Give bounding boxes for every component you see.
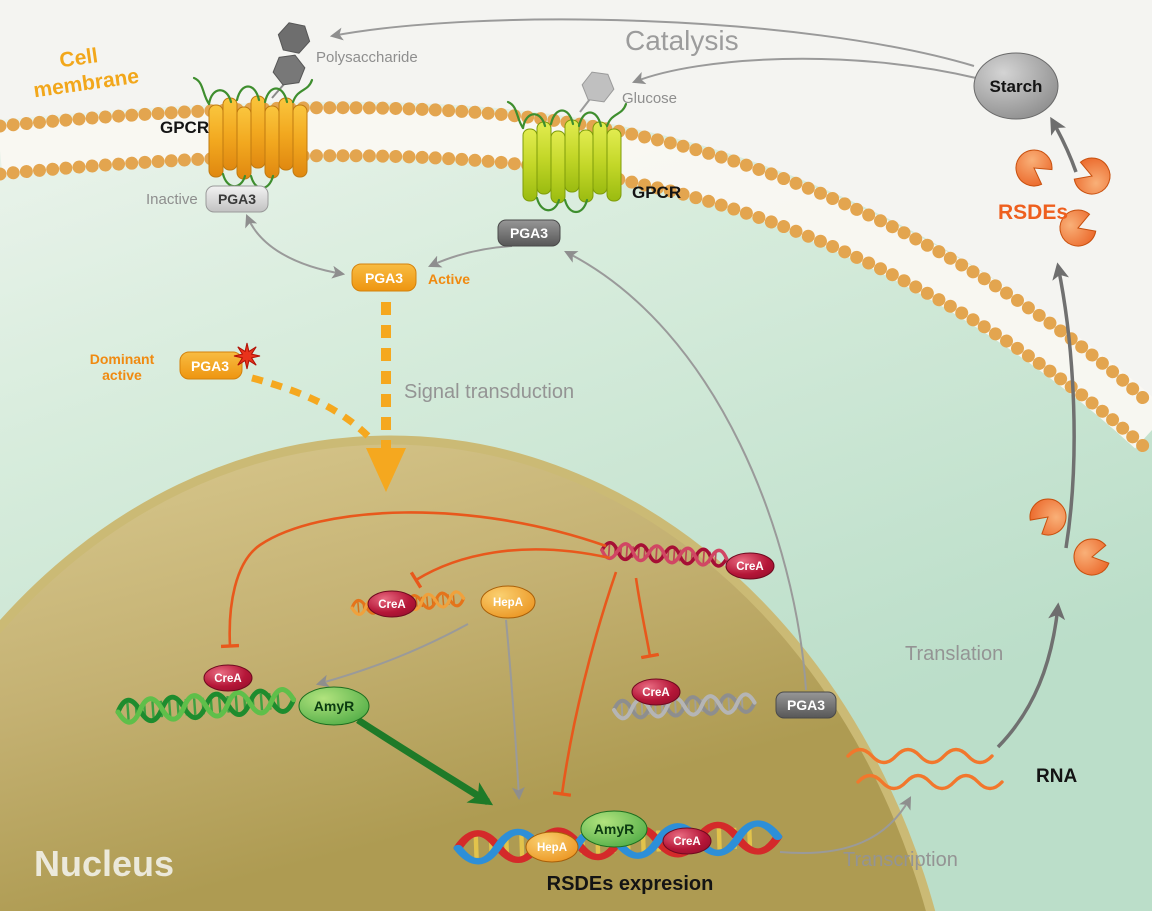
nucleus-label: Nucleus xyxy=(34,843,174,884)
hepa-text: HepA xyxy=(537,842,567,854)
amyr-protein: AmyR xyxy=(580,810,648,848)
inactive-active-exchange-arrow xyxy=(245,214,346,279)
rsdes-label: RSDEs xyxy=(998,201,1068,224)
starch-molecule: Starch xyxy=(973,52,1059,120)
inactive-label: Inactive xyxy=(146,191,198,208)
pga3-nucleus-text: PGA3 xyxy=(787,697,825,713)
inhibit-crea-on-rsdes-promoter xyxy=(552,571,618,797)
pga3-dominant-badge: PGA3 xyxy=(179,342,261,380)
rna-label: RNA xyxy=(1036,766,1077,787)
polysaccharide-label: Polysaccharide xyxy=(316,49,418,66)
amyr-text: AmyR xyxy=(314,698,354,714)
hepa-text: HepA xyxy=(493,597,523,609)
transcription-label: Transcription xyxy=(843,849,958,871)
hepa-to-amyr-arrow xyxy=(315,623,469,688)
polysaccharide-ligand xyxy=(270,20,314,99)
crea-text: CreA xyxy=(673,836,700,848)
crea-protein: CreA xyxy=(367,590,417,618)
mutation-star-icon xyxy=(233,342,261,370)
pga3-membrane-text: PGA3 xyxy=(510,225,548,241)
crea-protein: CreA xyxy=(203,664,253,692)
rna-strands xyxy=(846,747,1004,791)
rsdes-expression-label: RSDEs expresion xyxy=(547,873,714,895)
catalysis-arrow-polysaccharide xyxy=(329,18,975,67)
transcription-arrow xyxy=(779,796,912,854)
dominant-signal-dashed xyxy=(251,374,373,441)
cell-membrane-label-line1: Cell xyxy=(58,44,99,72)
inhibit-crea-on-amyr xyxy=(220,511,607,649)
amyr-text: AmyR xyxy=(594,821,634,837)
glucose-ligand xyxy=(579,70,617,113)
gpcr2-label: GPCR xyxy=(632,183,681,202)
gpcr1-label: GPCR xyxy=(160,118,209,137)
translation-label: Translation xyxy=(905,643,1003,665)
hepa-protein: HepA xyxy=(480,585,536,619)
dominant-active-label-line2: active xyxy=(102,367,142,383)
pga3-inactive-badge: PGA3 xyxy=(205,185,269,213)
crea-protein: CreA xyxy=(662,827,712,855)
pga3-active-badge: PGA3 xyxy=(351,263,417,292)
crea-text: CreA xyxy=(378,599,405,611)
pga3-recycle-arrow xyxy=(564,251,807,691)
pga3-membrane-badge: PGA3 xyxy=(497,219,561,247)
crea-text: CreA xyxy=(214,673,241,685)
hepa-to-promoter-arrow xyxy=(505,619,525,801)
inhibit-crea-on-hepa-gene xyxy=(409,548,611,589)
active-label: Active xyxy=(428,271,470,287)
catalysis-arrow-glucose xyxy=(631,57,977,85)
pga3-active-text: PGA3 xyxy=(365,270,403,286)
signal-transduction-arrowhead xyxy=(366,448,406,492)
amyr-activation-arrow xyxy=(356,717,494,806)
crea-text: CreA xyxy=(642,687,669,699)
signal-transduction-label: Signal transduction xyxy=(404,381,574,403)
crea-text: CreA xyxy=(736,561,763,573)
catalysis-label: Catalysis xyxy=(625,25,739,56)
pga3-nucleus-badge: PGA3 xyxy=(775,691,837,719)
dominant-active-label-line1: Dominant xyxy=(90,351,155,367)
pga3-inactive-text: PGA3 xyxy=(218,191,256,207)
secretion-arrow xyxy=(1052,262,1076,549)
crea-protein: CreA xyxy=(725,552,775,580)
crea-protein: CreA xyxy=(631,678,681,706)
starch-label: Starch xyxy=(990,77,1043,96)
hepa-protein: HepA xyxy=(525,831,579,863)
amyr-protein: AmyR xyxy=(298,686,370,726)
active-to-membrane-arrow xyxy=(428,245,513,268)
glucose-label: Glucose xyxy=(622,90,677,107)
pga3-dominant-text: PGA3 xyxy=(191,358,229,374)
rsdes-to-starch-arrow xyxy=(1050,116,1078,173)
translation-arrow xyxy=(996,602,1066,749)
inhibit-crea-on-gray-gene xyxy=(634,577,660,660)
